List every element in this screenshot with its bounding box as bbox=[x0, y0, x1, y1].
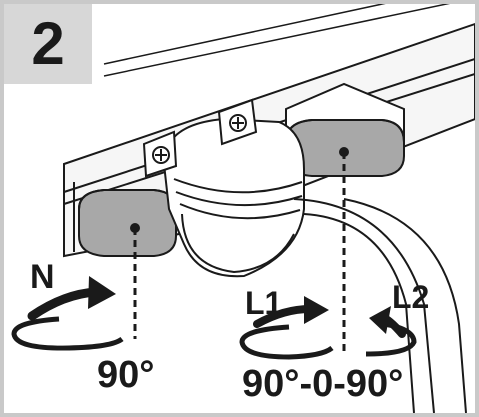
track-adapter-illustration bbox=[11, 4, 475, 413]
right-axis-point bbox=[339, 147, 349, 157]
rotation-axes bbox=[133, 152, 346, 354]
rotation-arrow-l2-icon bbox=[365, 306, 417, 357]
line2-label: L2 bbox=[392, 279, 430, 315]
adapter-housing bbox=[162, 117, 305, 278]
screw-bracket-right bbox=[217, 98, 258, 146]
rotation-arrow-n-icon bbox=[11, 276, 124, 351]
step-number: 2 bbox=[31, 10, 65, 77]
step-number-badge: 2 bbox=[4, 4, 92, 84]
neutral-label: N bbox=[30, 258, 55, 296]
right-range-label: 90°-0-90° bbox=[242, 363, 404, 405]
power-cable bbox=[293, 198, 467, 413]
left-angle-label: 90° bbox=[97, 354, 155, 396]
screw-bracket-left bbox=[142, 130, 178, 178]
right-contact-block bbox=[285, 82, 405, 177]
left-contact-block bbox=[78, 189, 177, 257]
rotation-arrow-l1-icon bbox=[239, 296, 334, 360]
left-axis-point bbox=[130, 223, 140, 233]
line1-label: L1 bbox=[245, 285, 283, 321]
